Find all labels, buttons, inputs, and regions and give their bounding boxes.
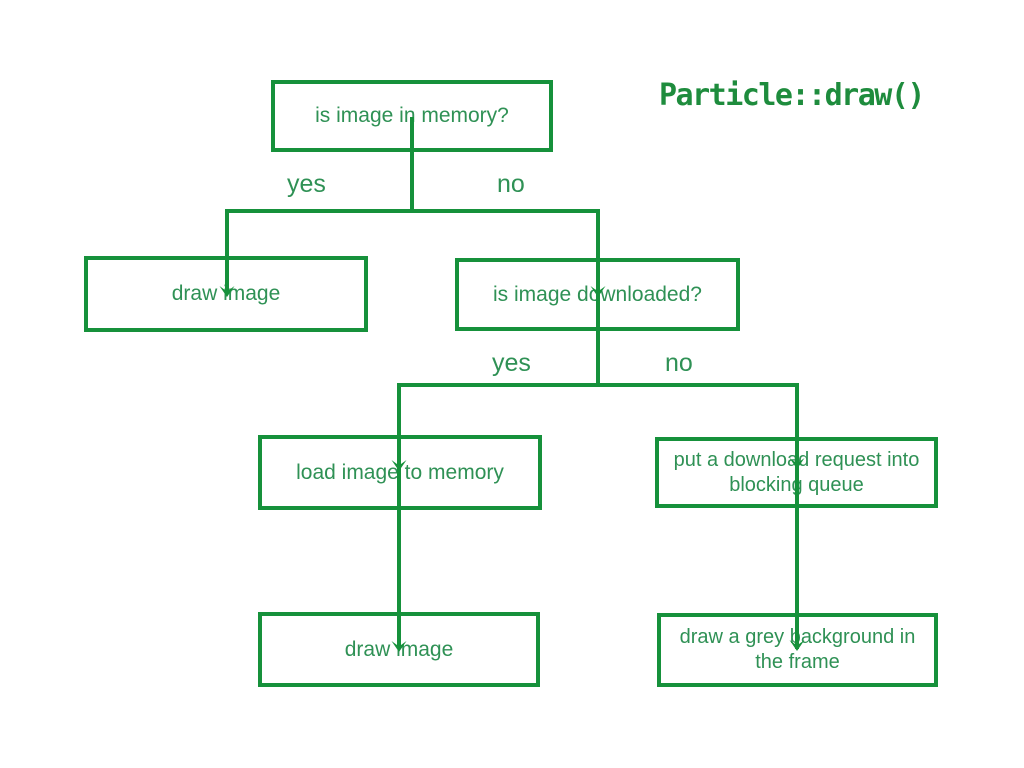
branch2-no-label: no <box>665 349 693 377</box>
node-label: load image to memory <box>296 460 504 484</box>
node-is-image-downloaded: is image downloaded? <box>455 258 740 331</box>
node-label: is image downloaded? <box>493 282 702 306</box>
node-load-image-to-memory: load image to memory <box>258 435 542 510</box>
node-label: is image in memory? <box>315 104 509 127</box>
node-is-image-in-memory: is image in memory? <box>271 80 553 152</box>
node-label: draw image <box>344 637 454 661</box>
connector-branch-2 <box>397 383 799 649</box>
branch1-yes-label: yes <box>287 170 326 198</box>
node-label: put a download request into blocking que… <box>673 448 920 496</box>
node-put-download-request: put a download request into blocking que… <box>655 437 938 508</box>
node-label: draw image <box>171 282 281 305</box>
page-title: Particle::draw() <box>659 78 925 113</box>
node-label: draw a grey background in the frame <box>679 626 916 673</box>
branch2-yes-label: yes <box>492 349 531 377</box>
node-draw-grey-background: draw a grey background in the frame <box>657 613 938 687</box>
node-draw-image-left: draw image <box>84 256 368 332</box>
node-draw-image-bottom: draw image <box>258 612 540 687</box>
branch1-no-label: no <box>497 170 525 198</box>
